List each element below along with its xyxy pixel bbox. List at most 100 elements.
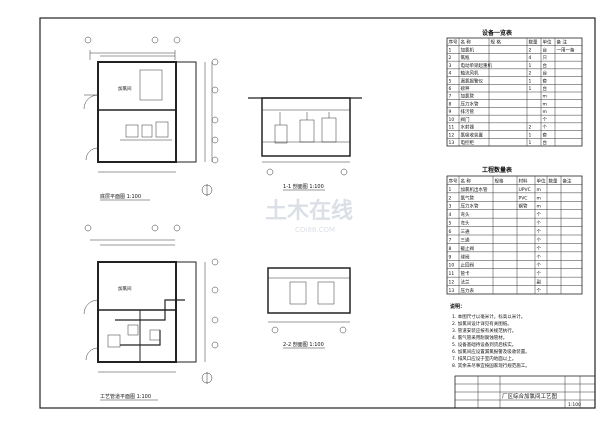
material_table-cell: 球阀 xyxy=(461,253,470,260)
material_table-cell: 个 xyxy=(537,221,542,227)
equipment_table-cell: 12 xyxy=(449,132,455,138)
equipment_table-cell: 磅秤 xyxy=(461,85,470,92)
section-2-2: 2-2 剖面图 1:100 xyxy=(267,267,351,349)
equipment_table-cell: 2 xyxy=(449,55,452,61)
material_table-cell: 止回阀 xyxy=(461,262,475,269)
equipment_table-cell: 水射器 xyxy=(461,124,475,131)
material_table-cell: 个 xyxy=(537,263,542,269)
equipment_table-cell: 套 xyxy=(543,77,548,84)
material_table-header-cell: 序号 xyxy=(449,177,458,184)
note-line: 7. 排风口应设于室内地面以上。 xyxy=(452,355,516,362)
equipment_table-cell: 漏氯报警仪 xyxy=(461,77,484,84)
material-table-title: 工程数量表 xyxy=(482,166,513,174)
material_table-cell: 12 xyxy=(449,280,455,286)
material_table-cell: 个 xyxy=(537,246,542,252)
material_table-cell: 氯气管 xyxy=(461,194,475,201)
material_table-cell: 弯头 xyxy=(461,211,470,218)
material_table-cell: PVC xyxy=(519,195,528,201)
equipment_table-cell: 1 xyxy=(529,78,532,84)
drawing-border xyxy=(39,17,596,409)
equipment_table-cell: 轴流风机 xyxy=(461,70,479,77)
watermark: 土木在线 COI88.COM xyxy=(265,198,353,234)
drawing-title: 厂区综合加氯间工艺图 xyxy=(502,392,558,400)
material_table-cell: 13 xyxy=(449,288,455,294)
note-line: 3. 管道安装应按有关规范执行。 xyxy=(452,327,516,334)
material_table-header-cell: 单位 xyxy=(537,177,546,184)
drawing-scale: 1:100 xyxy=(568,402,581,408)
note-line: 8. 其余未尽事宜按国家现行规范施工。 xyxy=(452,362,530,369)
material_table-cell: 2 xyxy=(449,195,452,201)
section-2-caption: 2-2 剖面图 1:100 xyxy=(283,341,324,348)
equipment_table-cell: 13 xyxy=(449,140,455,146)
equipment_table-cell: 加氯管 xyxy=(461,93,475,100)
equipment_table-cell: 电动单梁起重机 xyxy=(461,62,493,69)
equipment_table-header-cell: 单位 xyxy=(543,39,552,46)
watermark-text: 土木在线 xyxy=(265,198,353,224)
lower-pipe-plan: 加氯间 工艺管道平面图 1:100 xyxy=(83,224,219,401)
material_table-cell: 个 xyxy=(537,288,542,294)
material_table-cell: 个 xyxy=(537,271,542,277)
material_table-header-cell: 名 称 xyxy=(461,177,472,184)
material_table-cell: 8 xyxy=(449,246,452,252)
material_table-cell: 截止阀 xyxy=(461,245,475,252)
equipment_table-header-cell: 备 注 xyxy=(557,39,568,46)
material_table-cell: 个 xyxy=(537,237,542,243)
material_table-cell: 6 xyxy=(449,229,452,235)
material_table-cell: m xyxy=(537,196,541,201)
material_table-cell: m xyxy=(537,188,541,193)
material_table-cell: 9 xyxy=(449,254,452,260)
material_table-cell: 钢管 xyxy=(519,203,528,210)
material_table-cell: 个 xyxy=(537,212,542,218)
material_table-cell: 管卡 xyxy=(461,270,470,277)
note-line: 1. 本图尺寸以毫米计，标高以米计。 xyxy=(452,313,525,320)
equipment_table-cell: 7 xyxy=(449,94,452,100)
material_table-header-cell: 材料 xyxy=(519,177,528,184)
equipment_table-cell: 4 xyxy=(449,71,452,77)
north-arrow-icon xyxy=(201,372,213,384)
material_table-cell: 加氯机出水管 xyxy=(461,186,488,193)
upper-room-label: 加氯间 xyxy=(118,85,132,92)
note-line: 6. 加氯间应设置漏氯报警及吸收装置。 xyxy=(452,348,530,355)
equipment_table-cell: 3 xyxy=(449,63,452,69)
equipment_table-cell: 8 xyxy=(449,101,452,107)
watermark-sub: COI88.COM xyxy=(295,226,335,234)
equipment_table-cell: 氯吸收装置 xyxy=(461,131,484,138)
equipment_table-cell: m xyxy=(543,95,547,100)
material_table-cell: 三通 xyxy=(461,228,470,235)
equipment_table-cell: m xyxy=(543,102,547,107)
equipment_table-cell: m xyxy=(543,110,547,115)
equipment_table-cell: 一用一备 xyxy=(557,46,575,53)
equipment_table-cell: 压力水管 xyxy=(461,100,479,107)
upper-plan-caption: 底层平面图 1:100 xyxy=(100,193,141,200)
material_table-cell: 个 xyxy=(537,254,542,260)
material_table-cell: 压力水管 xyxy=(461,203,479,210)
equipment_table-cell: 氯瓶 xyxy=(461,54,470,61)
equipment_table-cell: 只 xyxy=(543,55,548,61)
equipment_table-cell: 加氯机 xyxy=(461,46,475,53)
material_table-cell: 4 xyxy=(449,212,452,218)
upper-floor-plan: 加氯间 底层平面图 1:100 xyxy=(83,36,219,201)
material_table-cell: 11 xyxy=(449,271,455,277)
material_table-cell: 7 xyxy=(449,237,452,243)
note-line: 5. 设备基础待设备到货后核实。 xyxy=(452,341,516,348)
equipment_table-cell: 1 xyxy=(529,140,532,146)
equipment-table-title: 设备一览表 xyxy=(482,29,513,37)
material_table-cell: 10 xyxy=(449,263,455,269)
material_table-header-cell: 备注 xyxy=(563,177,572,184)
equipment_table-cell: 台 xyxy=(543,62,548,69)
note-line: 2. 加氯间设计详见有关图纸。 xyxy=(452,320,512,327)
notes-heading: 说明： xyxy=(450,303,465,310)
equipment_table-cell: 9 xyxy=(449,109,452,115)
material_table-cell: 个 xyxy=(537,229,542,235)
equipment_table-cell: 1 xyxy=(529,132,532,138)
material_table-header-cell: 规格 xyxy=(495,177,504,184)
equipment_table-cell: 台 xyxy=(543,139,548,146)
equipment_table-header-cell: 规 格 xyxy=(491,39,502,46)
equipment_table-cell: 10 xyxy=(449,117,455,123)
material_table-cell: m xyxy=(537,205,541,210)
equipment_table-header-cell: 名 称 xyxy=(461,39,472,46)
section-1-caption: 1-1 剖面图 1:100 xyxy=(283,183,324,190)
equipment_table-cell: 套 xyxy=(543,131,548,138)
